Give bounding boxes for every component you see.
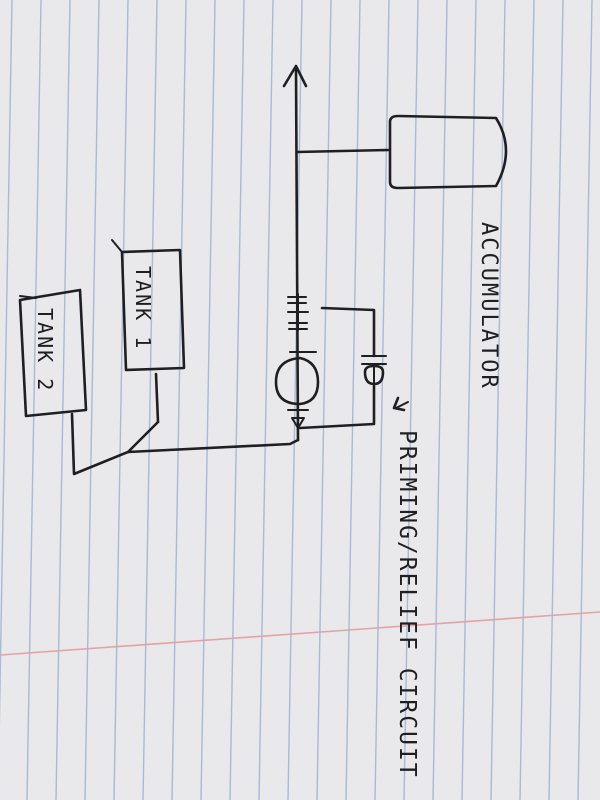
rule-line (548, 0, 564, 800)
rule-line (0, 0, 13, 726)
check-valve-icon (287, 409, 309, 429)
rule-line (577, 0, 593, 800)
tank2-line (70, 412, 130, 476)
tank1-box (120, 248, 186, 372)
accumulator-label: ACCUMULATOR (476, 222, 501, 390)
up-arrow-icon (282, 64, 308, 88)
rule-line (142, 0, 158, 800)
relief-valve-icon (363, 364, 385, 386)
tank1-cap (111, 239, 123, 253)
rule-line (84, 0, 100, 800)
rule-line (258, 0, 274, 800)
rule-line (374, 0, 390, 800)
rule-line (403, 0, 419, 800)
tank2-cap (19, 295, 37, 299)
tank2-box (18, 288, 88, 418)
relief-loop (320, 306, 376, 358)
tank2-label: TANK 2 (33, 308, 57, 392)
main-line (294, 68, 300, 442)
rule-line (171, 0, 187, 800)
supply-line (126, 438, 300, 454)
accumulator-branch (295, 148, 390, 154)
rule-line (200, 0, 216, 800)
rule-line (55, 0, 71, 800)
rule-line (519, 0, 535, 800)
rule-line (287, 0, 303, 800)
rule-line (113, 0, 129, 800)
pointer-line (395, 401, 409, 409)
relief-return (298, 384, 376, 430)
accumulator-vessel (388, 114, 508, 190)
rule-line (432, 0, 448, 800)
rule-line (26, 0, 42, 800)
tank1-drop (154, 372, 160, 424)
pump-icon (274, 356, 320, 406)
tank1-line (126, 420, 160, 454)
rule-line (316, 0, 332, 800)
rule-line (229, 0, 245, 800)
valve-symbols (287, 293, 309, 331)
tank1-label: TANK 1 (131, 266, 155, 350)
circuit-label: PRIMING/RELIEF CIRCUIT (394, 430, 420, 779)
rule-line (345, 0, 361, 800)
margin-line (0, 611, 600, 656)
rule-line (461, 0, 477, 800)
pointer-arrow-icon (392, 396, 406, 412)
